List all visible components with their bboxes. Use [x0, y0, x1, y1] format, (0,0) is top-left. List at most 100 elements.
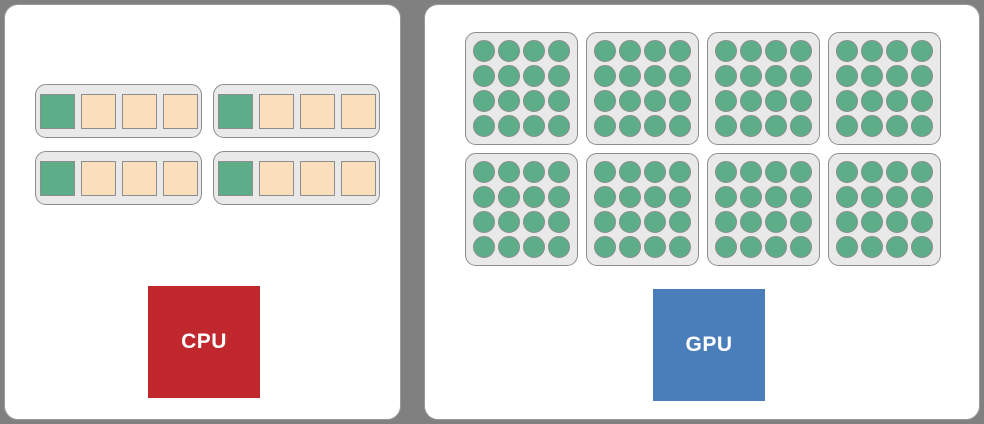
gpu-core-cluster [707, 153, 820, 266]
gpu-core-cell [911, 65, 933, 87]
gpu-core-cell [886, 65, 908, 87]
gpu-core-cell [836, 40, 858, 62]
gpu-core-cell [790, 236, 812, 258]
gpu-core-cell [790, 115, 812, 137]
gpu-core-cell [498, 115, 520, 137]
gpu-core-cell [594, 115, 616, 137]
cpu-core-cell [39, 93, 75, 129]
gpu-core-cell [644, 186, 666, 208]
gpu-core-cell [765, 65, 787, 87]
gpu-core-cell [836, 65, 858, 87]
gpu-core-cell [619, 115, 641, 137]
gpu-core-cell [740, 161, 762, 183]
gpu-core-cell [498, 211, 520, 233]
gpu-core-cell [523, 115, 545, 137]
gpu-core-cell [715, 90, 737, 112]
gpu-core-cell [523, 65, 545, 87]
gpu-core-cell [765, 40, 787, 62]
cpu-panel: CPU [4, 4, 401, 420]
gpu-core-cell [911, 186, 933, 208]
gpu-core-cell [498, 236, 520, 258]
gpu-core-cell [886, 115, 908, 137]
gpu-core-cell [498, 90, 520, 112]
cpu-core-group [213, 84, 380, 138]
gpu-core-cell [740, 40, 762, 62]
gpu-core-cell [548, 90, 570, 112]
gpu-core-cell [715, 236, 737, 258]
gpu-core-cluster [465, 32, 578, 145]
gpu-core-cell [765, 236, 787, 258]
gpu-core-cell [619, 211, 641, 233]
gpu-core-cell [790, 211, 812, 233]
gpu-core-cluster [828, 153, 941, 266]
gpu-core-cell [836, 161, 858, 183]
gpu-core-cell [740, 211, 762, 233]
cpu-cache-cell [340, 93, 376, 129]
gpu-core-cell [836, 236, 858, 258]
cpu-cache-cell [299, 160, 335, 196]
gpu-core-cell [619, 90, 641, 112]
gpu-core-cell [790, 90, 812, 112]
gpu-core-cell [594, 236, 616, 258]
gpu-core-cell [644, 161, 666, 183]
gpu-core-cell [836, 211, 858, 233]
gpu-core-cell [886, 236, 908, 258]
gpu-core-cell [644, 236, 666, 258]
gpu-core-cell [669, 65, 691, 87]
gpu-core-cell [740, 186, 762, 208]
gpu-core-cell [861, 186, 883, 208]
gpu-core-cell [836, 115, 858, 137]
gpu-core-cell [523, 40, 545, 62]
gpu-core-cell [473, 40, 495, 62]
gpu-core-cell [911, 40, 933, 62]
gpu-core-cell [548, 40, 570, 62]
gpu-core-cell [861, 161, 883, 183]
cpu-cache-cell [258, 160, 294, 196]
gpu-core-cell [861, 65, 883, 87]
gpu-core-cell [886, 161, 908, 183]
cpu-cache-cell [299, 93, 335, 129]
gpu-core-cell [669, 90, 691, 112]
gpu-core-cell [911, 161, 933, 183]
gpu-core-cluster-grid [465, 32, 942, 266]
gpu-core-cell [548, 186, 570, 208]
gpu-core-cell [473, 236, 495, 258]
gpu-core-cell [911, 90, 933, 112]
gpu-core-cell [790, 65, 812, 87]
gpu-core-cell [715, 161, 737, 183]
gpu-core-cell [836, 90, 858, 112]
cpu-cache-cell [162, 93, 198, 129]
gpu-core-cell [861, 236, 883, 258]
gpu-core-cell [911, 211, 933, 233]
gpu-core-cell [740, 90, 762, 112]
cpu-core-group [35, 84, 202, 138]
gpu-core-cell [790, 161, 812, 183]
cpu-cache-cell [121, 160, 157, 196]
gpu-core-cell [861, 115, 883, 137]
gpu-core-cluster [465, 153, 578, 266]
gpu-core-cell [715, 40, 737, 62]
gpu-core-cell [911, 115, 933, 137]
gpu-core-cell [594, 211, 616, 233]
gpu-core-cell [523, 186, 545, 208]
gpu-core-cluster [828, 32, 941, 145]
gpu-core-cell [644, 90, 666, 112]
gpu-core-cell [765, 90, 787, 112]
gpu-core-cell [473, 65, 495, 87]
gpu-core-cell [765, 186, 787, 208]
gpu-core-cell [473, 115, 495, 137]
cpu-cache-cell [121, 93, 157, 129]
gpu-core-cell [498, 40, 520, 62]
gpu-core-cell [669, 211, 691, 233]
gpu-core-cell [548, 211, 570, 233]
gpu-core-cell [886, 40, 908, 62]
gpu-core-cell [473, 90, 495, 112]
cpu-core-group [213, 151, 380, 205]
gpu-core-cell [790, 40, 812, 62]
gpu-core-cell [715, 211, 737, 233]
cpu-chip-box: CPU [148, 286, 260, 398]
gpu-core-cell [498, 186, 520, 208]
gpu-core-cell [911, 236, 933, 258]
gpu-core-cell [594, 40, 616, 62]
gpu-core-cluster [586, 153, 699, 266]
